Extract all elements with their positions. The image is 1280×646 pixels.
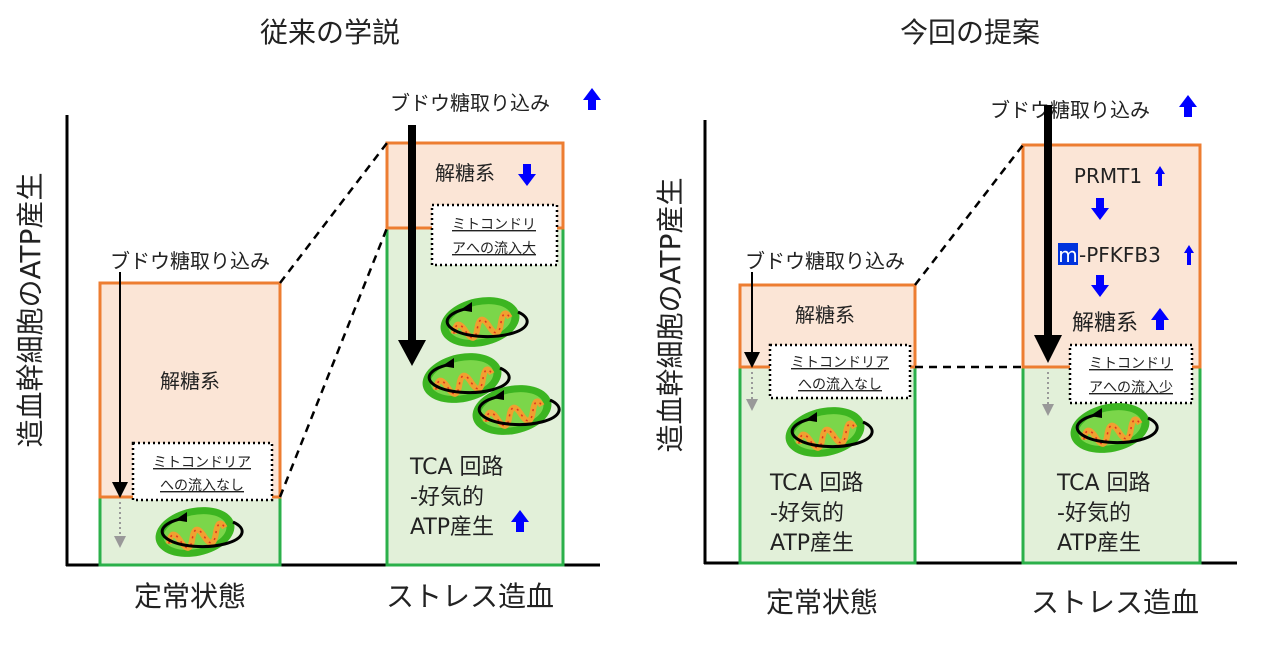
category-label: ストレス造血 bbox=[386, 580, 554, 613]
mito-box-line: への流入なし bbox=[798, 377, 882, 393]
mito-box-line: ミトコンドリ bbox=[1089, 356, 1173, 372]
tca-label: -好気的 bbox=[1057, 501, 1131, 526]
methyl-badge bbox=[1058, 243, 1078, 265]
mito-inflow-box bbox=[131, 441, 274, 502]
bar-stress-hematopoiesis: 解糖系 ブドウ糖取り込み ミトコンドリ アへの流入大 TCA 回路 -好気的 A… bbox=[385, 88, 601, 613]
y-axis-label: 造血幹細胞のATP産生 bbox=[654, 178, 687, 453]
y-axis-label: 造血幹細胞のATP産生 bbox=[14, 173, 47, 448]
up-arrow-icon bbox=[1179, 95, 1197, 117]
arrow-head bbox=[1034, 335, 1062, 363]
panel-proposal: 今回の提案 造血幹細胞のATP産生 解糖系 ブドウ糖取り込み ミトコンドリア へ… bbox=[654, 16, 1237, 619]
tca-label: TCA 回路 bbox=[1056, 471, 1151, 496]
glucose-intake-label: ブドウ糖取り込み bbox=[990, 98, 1150, 122]
tca-label: -好気的 bbox=[410, 485, 484, 510]
pfkfb3-label: -PFKFB3 bbox=[1079, 243, 1161, 267]
methyl-label: m bbox=[1058, 243, 1077, 267]
mito-box-line: ミトコンドリ bbox=[452, 217, 536, 233]
panel-title: 今回の提案 bbox=[900, 16, 1040, 49]
tca-label: TCA 回路 bbox=[769, 471, 864, 496]
panel-conventional: 従来の学説 造血幹細胞のATP産生 解糖系 ブドウ糖取り込み ミトコンドリア へ… bbox=[14, 16, 601, 613]
category-label: 定常状態 bbox=[766, 586, 878, 619]
mito-box-line: ミトコンドリア bbox=[791, 355, 889, 371]
glycolysis-label: 解糖系 bbox=[160, 369, 220, 393]
mito-box-line: アへの流入少 bbox=[1089, 380, 1173, 396]
mito-inflow-box bbox=[1068, 343, 1194, 405]
category-label: ストレス造血 bbox=[1031, 586, 1199, 619]
mito-box-line: ミトコンドリア bbox=[153, 455, 251, 471]
glucose-intake-label: ブドウ糖取り込み bbox=[110, 249, 270, 273]
mito-inflow-box bbox=[430, 203, 559, 267]
glucose-intake-label: ブドウ糖取り込み bbox=[390, 91, 550, 115]
bar-steady-state: 解糖系 ブドウ糖取り込み ミトコンドリア への流入なし TCA 回路 -好気的 … bbox=[738, 249, 917, 619]
tca-label: ATP産生 bbox=[770, 531, 854, 556]
tca-label: -好気的 bbox=[770, 501, 844, 526]
dashed-connector bbox=[279, 142, 388, 284]
tca-label: ATP産生 bbox=[410, 515, 494, 540]
dashed-connector bbox=[914, 144, 1024, 286]
mito-box-line: アへの流入大 bbox=[452, 241, 536, 257]
tca-label: ATP産生 bbox=[1057, 531, 1141, 556]
glycolysis-region bbox=[1021, 143, 1202, 369]
mito-inflow-box bbox=[768, 343, 912, 400]
glycolysis-label: 解糖系 bbox=[1072, 311, 1138, 336]
up-arrow-icon bbox=[583, 88, 601, 110]
tca-region bbox=[738, 365, 917, 565]
tca-label: TCA 回路 bbox=[409, 455, 504, 480]
dashed-connector bbox=[278, 227, 389, 498]
arrow-head bbox=[398, 340, 426, 366]
glycolysis-label: 解糖系 bbox=[795, 303, 855, 327]
bar-steady-state: 解糖系 ブドウ糖取り込み ミトコンドリア への流入なし 定常状態 bbox=[98, 249, 282, 613]
category-label: 定常状態 bbox=[134, 580, 246, 613]
mito-box-line: への流入なし bbox=[160, 478, 244, 494]
prmt1-label: PRMT1 bbox=[1074, 164, 1142, 188]
bar-stress-hematopoiesis: ブドウ糖取り込み PRMT1 m -PFKFB3 解糖系 ミトコンドリ アへの流… bbox=[990, 95, 1202, 619]
glucose-intake-label: ブドウ糖取り込み bbox=[745, 249, 905, 273]
panel-title: 従来の学説 bbox=[260, 16, 400, 49]
glycolysis-label: 解糖系 bbox=[435, 161, 495, 185]
